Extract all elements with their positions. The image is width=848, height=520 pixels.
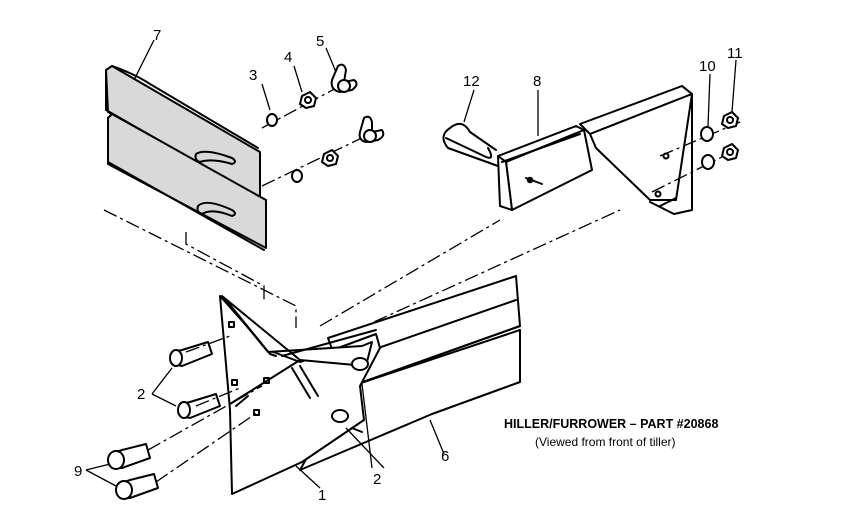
leader-lines [85, 39, 737, 489]
diagram-title: HILLER/FURROWER – PART #20868 [504, 417, 718, 431]
callout-7: 7 [153, 27, 161, 44]
hardware-right [651, 111, 741, 193]
callout-6: 6 [441, 448, 449, 465]
callout-4: 4 [284, 49, 292, 66]
callout-1: 1 [318, 487, 326, 504]
diagram-subtitle: (Viewed from front of tiller) [535, 435, 676, 449]
callout-3: 3 [249, 67, 257, 84]
callout-2-left: 2 [137, 386, 145, 403]
carriage-bolts-part-2 [169, 341, 221, 419]
hardware-left [261, 63, 385, 187]
assembly-lines [103, 209, 621, 483]
callout-2-bottom: 2 [373, 471, 381, 488]
callout-5: 5 [316, 33, 324, 50]
mounting-bar-part-8 [497, 85, 693, 215]
hiller-body-parts-1-6 [219, 275, 521, 495]
hitch-pin-part-12 [442, 122, 499, 167]
callout-8: 8 [533, 73, 541, 90]
callout-labels: 7 3 4 5 12 8 10 11 2 9 2 6 1 [74, 27, 743, 504]
bolts-part-9 [107, 443, 159, 500]
callout-11: 11 [727, 45, 743, 62]
callout-12: 12 [463, 73, 480, 90]
callout-10: 10 [699, 58, 716, 75]
wing-plates-part-7 [105, 65, 267, 251]
callout-9: 9 [74, 463, 82, 480]
